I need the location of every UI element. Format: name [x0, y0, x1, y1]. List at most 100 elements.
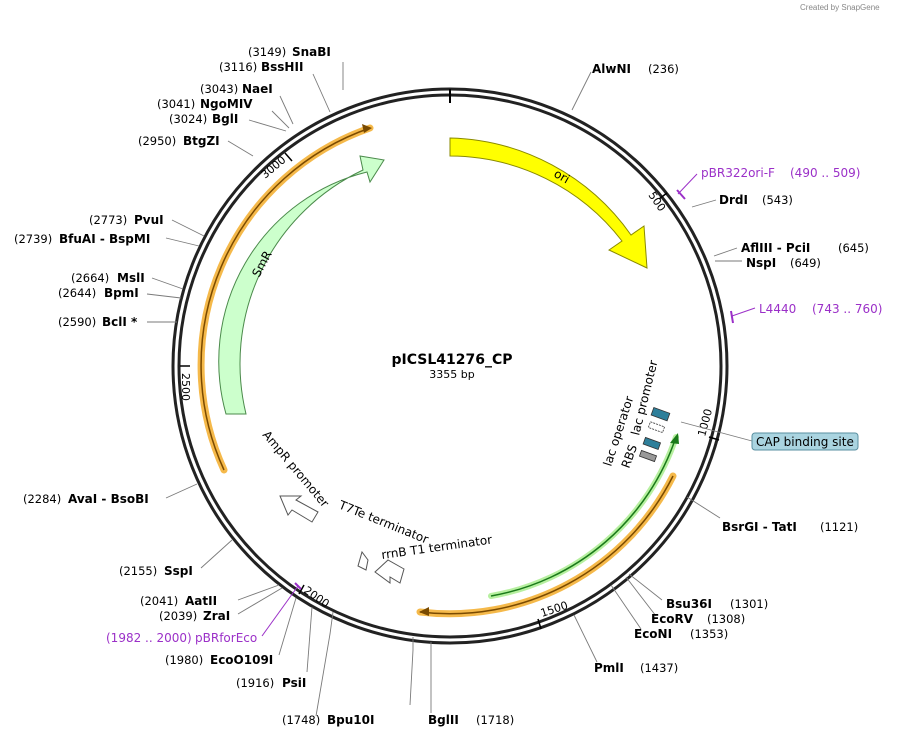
pos-alwni: (236) [648, 62, 679, 76]
leader-bfuai [165, 237, 200, 247]
pos-snabi: (3149) [248, 45, 286, 59]
pos-pvui: (2773) [89, 213, 127, 227]
enzyme-bpmi[interactable]: BpmI [104, 286, 139, 300]
lac-promoter-box[interactable] [647, 421, 666, 434]
lac-operator-box[interactable] [650, 406, 671, 422]
enzyme-naei[interactable]: NaeI [242, 82, 273, 96]
leader-zrai [237, 587, 283, 615]
rbs-label: RBS [619, 443, 640, 470]
primer-pbr322ori-f-range: (490 .. 509) [790, 166, 860, 180]
cap-binding-site-box[interactable] [751, 432, 859, 451]
enzyme-bgli[interactable]: BglI [212, 112, 238, 126]
enzyme-bsu36i[interactable]: Bsu36I [666, 597, 712, 611]
pos-aatii: (2041) [140, 594, 178, 608]
enzyme-bpu10i[interactable]: Bpu10I [327, 713, 374, 727]
primer-pbrforeco[interactable]: pBRforEco [195, 631, 257, 645]
enzyme-nspi[interactable]: NspI [746, 256, 776, 270]
enzyme-sspi[interactable]: SspI [164, 564, 193, 578]
enzyme-btgzi[interactable]: BtgZI [183, 134, 220, 148]
enzyme-ecorv[interactable]: EcoRV [651, 612, 694, 626]
enzyme-labels: (3149) SnaBI (3116) BssHII (3043) NaeI (… [14, 45, 869, 727]
primer-l4440-range: (743 .. 760) [812, 302, 882, 316]
leader-sspi [200, 539, 233, 569]
pos-bsshii: (3116) [219, 60, 257, 74]
cap-binding-site-label: CAP binding site [756, 435, 854, 449]
leader-bsshii [312, 73, 331, 113]
ori-feature-arrow[interactable] [449, 137, 648, 269]
t7te-terminator-label: T7Te terminator [336, 497, 431, 546]
enzyme-bglii[interactable]: BglII [428, 713, 459, 727]
green-arrowhead [670, 433, 679, 444]
enzyme-zrai[interactable]: ZraI [203, 609, 230, 623]
leader-naei [279, 95, 294, 125]
rrnb-terminator-arrow[interactable] [374, 559, 405, 584]
leader-msli [151, 277, 184, 290]
pos-naei: (3043) [200, 82, 238, 96]
enzyme-drdi[interactable]: DrdI [719, 193, 748, 207]
tick-mark-500 [658, 192, 668, 200]
leader-psii [306, 606, 313, 673]
enzyme-bsrgi-tati[interactable]: BsrGI - TatI [722, 520, 797, 534]
enzyme-avai-bsobi[interactable]: AvaI - BsoBI [68, 492, 149, 506]
leader-alwni [571, 71, 592, 111]
enzyme-ngomiv[interactable]: NgoMIV [200, 97, 253, 111]
t7te-terminator-arrow[interactable] [357, 550, 369, 571]
orf-arrowhead-left [362, 124, 372, 133]
pos-bsrgi: (1121) [820, 520, 858, 534]
pos-afliii: (645) [838, 241, 869, 255]
pos-bpu10i: (1748) [282, 713, 320, 727]
primer-pbr322ori-f[interactable]: pBR322ori-F [701, 166, 775, 180]
pos-nspi: (649) [790, 256, 821, 270]
primer-l4440[interactable]: L4440 [759, 302, 796, 316]
enzyme-aatii[interactable]: AatII [185, 594, 217, 608]
tick-mark-1000 [708, 436, 720, 441]
pos-bglii: (1718) [476, 713, 514, 727]
pos-zrai: (2039) [159, 609, 197, 623]
leader-pmli [573, 614, 598, 663]
pos-avai: (2284) [23, 492, 61, 506]
primer-mark-pbr322ori [676, 189, 686, 200]
leader-bpu10i-b [409, 637, 414, 706]
rbs-box[interactable] [638, 449, 658, 463]
enzyme-pvui[interactable]: PvuI [134, 213, 164, 227]
enzyme-msli[interactable]: MslI [117, 271, 145, 285]
pos-ecoo109i: (1980) [165, 653, 203, 667]
leader-bsrgi [686, 496, 721, 519]
lac-box-3[interactable] [642, 436, 662, 451]
pos-ecorv: (1308) [707, 612, 745, 626]
ampr-promoter-arrow[interactable] [279, 495, 319, 523]
orf-arrowhead-bottom [419, 607, 429, 616]
pos-msli: (2664) [71, 271, 109, 285]
enzyme-alwni[interactable]: AlwNI [592, 62, 631, 76]
leader-econi [610, 584, 642, 630]
enzyme-bfuai-bspmi[interactable]: BfuAI - BspMI [59, 232, 150, 246]
enzyme-afliii-pcii[interactable]: AflIII - PciI [741, 241, 810, 255]
primer-mark-l4440 [730, 310, 734, 324]
primer-leader-pbrforeco [261, 585, 299, 637]
enzyme-psii[interactable]: PsiI [282, 676, 306, 690]
leader-bpmi [146, 293, 182, 299]
tick-mark-1500 [537, 618, 542, 630]
enzyme-pmli[interactable]: PmlI [594, 661, 624, 675]
plasmid-length: 3355 bp [429, 368, 474, 381]
pos-pmli: (1437) [640, 661, 678, 675]
smr-feature-arrow[interactable] [218, 155, 385, 415]
rrnb-terminator-label: rrnB T1 terminator [380, 533, 493, 562]
tick-mark-3000 [284, 152, 293, 162]
primer-leader-l4440 [731, 307, 756, 317]
pos-bsu36i: (1301) [730, 597, 768, 611]
leader-ecoo109i [278, 597, 297, 656]
enzyme-ecoo109i[interactable]: EcoO109I [210, 653, 273, 667]
enzyme-bsshii[interactable]: BssHII [261, 60, 303, 74]
leader-bsu36i [628, 573, 663, 601]
enzyme-snabi[interactable]: SnaBI [292, 45, 331, 59]
enzyme-econi[interactable]: EcoNI [634, 627, 672, 641]
leader-bpu10i [315, 611, 334, 717]
pos-btgzi: (2950) [138, 134, 176, 148]
enzyme-bcli[interactable]: BclI * [102, 315, 138, 329]
pos-bfuai: (2739) [14, 232, 52, 246]
leader-avai [165, 483, 198, 499]
green-line-arc [490, 436, 677, 597]
plasmid-name: pICSL41276_CP [391, 352, 512, 368]
